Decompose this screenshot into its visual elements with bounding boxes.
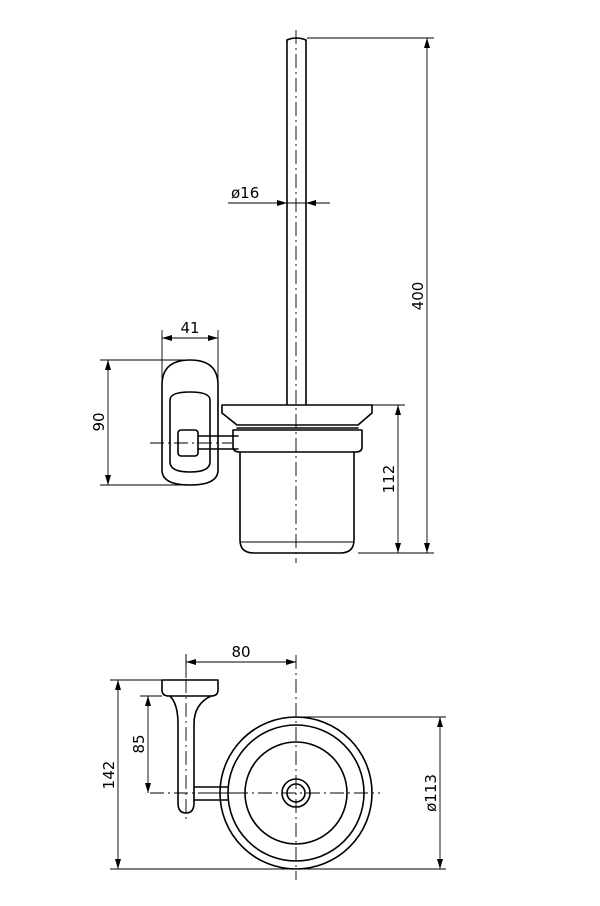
brush-rod: [286, 37, 307, 405]
dim-bracket-width: 41: [161, 319, 219, 380]
front-view: ø16 400 41 90: [90, 30, 434, 563]
dim-cup-diameter: ø113: [296, 716, 446, 870]
dim-cup-height-label: 112: [380, 465, 398, 494]
dim-bracket-height-label: 90: [90, 412, 108, 431]
dim-cup-diameter-label: ø113: [422, 774, 440, 812]
dim-rod-diameter-label: ø16: [231, 184, 259, 202]
dim-mount-offset-label: 85: [130, 734, 148, 753]
cup-holder-front: [221, 404, 373, 554]
dim-projection-label: 80: [231, 643, 250, 661]
dim-projection: 80: [185, 643, 296, 678]
dim-total-height: 400: [307, 37, 434, 554]
top-view: 80 85 142 ø113: [100, 643, 446, 880]
dim-overall-depth-label: 142: [100, 761, 118, 790]
dim-total-height-label: 400: [409, 282, 427, 311]
dim-mount-offset: 85: [130, 695, 162, 793]
wall-bracket-front: [161, 359, 239, 486]
dim-overall-depth: 142: [100, 679, 296, 870]
dim-rod-diameter: ø16: [228, 184, 330, 206]
dim-cup-height: 112: [358, 404, 405, 554]
dim-bracket-width-label: 41: [180, 319, 199, 337]
dim-bracket-height: 90: [90, 359, 190, 486]
